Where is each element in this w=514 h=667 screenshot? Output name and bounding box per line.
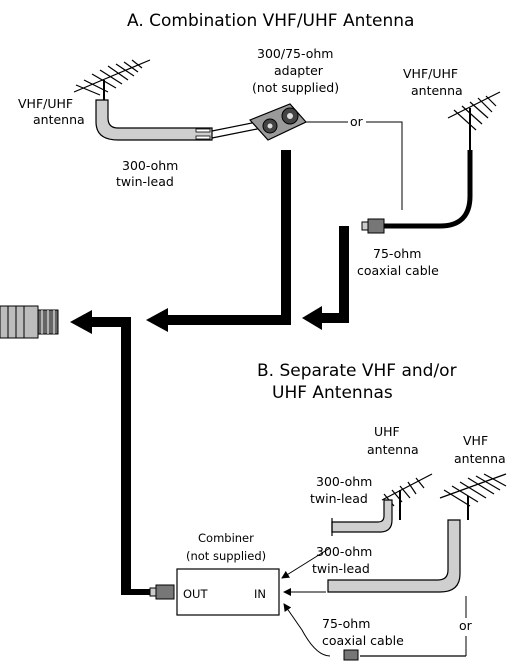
svg-text:UHF: UHF: [374, 424, 400, 439]
connector-icon: [126, 584, 175, 600]
coax-cable-a: [361, 150, 473, 234]
section-b-title: B. Separate VHF and/or UHF Antennas: [257, 361, 457, 403]
svg-text:antenna: antenna: [454, 451, 506, 466]
coax-cable-b: [283, 603, 466, 661]
signal-arrow-adapter: [146, 150, 291, 332]
combiner-in-label: IN: [254, 587, 266, 601]
svg-text:VHF/UHF: VHF/UHF: [403, 66, 458, 81]
svg-text:300-ohm: 300-ohm: [122, 158, 178, 173]
svg-text:UHF Antennas: UHF Antennas: [272, 383, 393, 403]
or-connection-b: or: [459, 596, 473, 656]
svg-text:300-ohm: 300-ohm: [316, 544, 372, 559]
svg-text:VHF/UHF: VHF/UHF: [18, 96, 73, 111]
twin-lead-cable-a: [95, 99, 263, 141]
twin-lead-cable-b-top: [331, 499, 393, 536]
twin-lead-cable-b-mid: [327, 519, 461, 593]
twin-lead-label-b-mid: 300-ohm twin-lead: [312, 544, 372, 576]
svg-text:twin-lead: twin-lead: [310, 491, 368, 506]
vhf-antenna-icon: [439, 473, 507, 520]
svg-text:300-ohm: 300-ohm: [316, 474, 372, 489]
svg-text:coaxial cable: coaxial cable: [322, 633, 404, 648]
left-antenna-label: VHF/UHF antenna: [18, 96, 85, 127]
svg-text:300/75-ohm: 300/75-ohm: [257, 46, 333, 61]
svg-text:twin-lead: twin-lead: [312, 561, 370, 576]
svg-text:VHF: VHF: [463, 433, 488, 448]
arrow-uhf-to-combiner: [281, 547, 331, 579]
tv-plug-icon: [0, 305, 59, 339]
svg-text:twin-lead: twin-lead: [116, 174, 174, 189]
combiner-label: Combiner (not supplied): [186, 531, 266, 563]
twin-lead-label-a: 300-ohm twin-lead: [116, 158, 178, 189]
or-connection-a: or: [306, 114, 403, 210]
section-a-title: A. Combination VHF/UHF Antenna: [127, 11, 414, 31]
twin-lead-label-b-top: 300-ohm twin-lead: [310, 474, 372, 506]
svg-text:(not supplied): (not supplied): [252, 80, 339, 95]
signal-arrow-coax: [302, 226, 349, 330]
svg-text:antenna: antenna: [367, 442, 419, 457]
coax-label-b: 75-ohm coaxial cable: [322, 616, 404, 648]
svg-text:or: or: [459, 618, 473, 633]
svg-text:adapter: adapter: [274, 63, 324, 78]
coax-label-a: 75-ohm coaxial cable: [357, 246, 439, 278]
adapter-label: 300/75-ohm adapter (not supplied): [252, 46, 339, 95]
svg-text:75-ohm: 75-ohm: [322, 616, 370, 631]
uhf-antenna-label: UHF antenna: [367, 424, 419, 457]
combiner-box: [176, 568, 280, 616]
svg-text:75-ohm: 75-ohm: [373, 246, 421, 261]
combiner-out-label: OUT: [183, 587, 208, 601]
svg-text:coaxial cable: coaxial cable: [357, 263, 439, 278]
svg-text:antenna: antenna: [33, 112, 85, 127]
right-antenna-icon: [447, 91, 501, 150]
svg-text:(not supplied): (not supplied): [186, 549, 266, 563]
adapter-icon: [248, 103, 307, 141]
left-antenna-icon: [73, 59, 151, 106]
vhf-antenna-label: VHF antenna: [454, 433, 506, 466]
svg-text:antenna: antenna: [411, 83, 463, 98]
svg-text:or: or: [350, 114, 364, 129]
svg-text:Combiner: Combiner: [198, 531, 254, 545]
right-antenna-label: VHF/UHF antenna: [403, 66, 463, 98]
svg-text:B. Separate VHF and/or: B. Separate VHF and/or: [257, 361, 457, 381]
signal-arrow-to-tv: [70, 310, 131, 595]
